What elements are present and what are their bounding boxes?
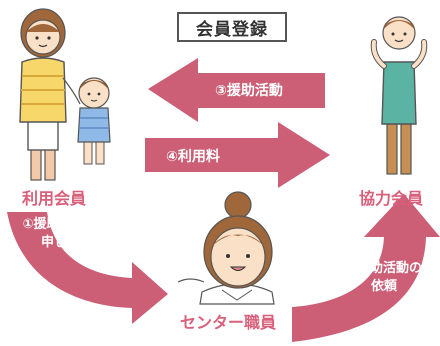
staff-figure xyxy=(177,191,275,305)
activity-request-line1: ②援助活動の xyxy=(345,261,422,276)
arrow-support-activity xyxy=(148,58,325,122)
arrow-request-application xyxy=(7,212,168,324)
supporter-member-label: 協力会員 xyxy=(359,189,424,208)
support-activity-label: ③援助活動 xyxy=(215,83,283,99)
mother-figure xyxy=(19,8,81,181)
request-application-label: ①援助の依頼の 申し込み xyxy=(4,216,130,252)
membership-title: 会員登録 xyxy=(177,12,287,42)
usage-fee-label: ④利用料 xyxy=(166,149,220,165)
arrow-activity-request xyxy=(292,194,440,342)
request-application-line1: ①援助の依頼の xyxy=(22,217,112,232)
user-member-label: 利用会員 xyxy=(22,189,87,208)
activity-request-label: ②援助活動の 依頼 xyxy=(331,260,437,296)
child-figure xyxy=(77,77,111,165)
center-staff-label: センター職員 xyxy=(180,313,277,332)
request-application-line2: 申し込み xyxy=(40,235,93,250)
activity-request-line2: 依頼 xyxy=(370,279,397,294)
arrow-usage-fee xyxy=(145,122,330,188)
supporter-figure xyxy=(370,16,428,175)
